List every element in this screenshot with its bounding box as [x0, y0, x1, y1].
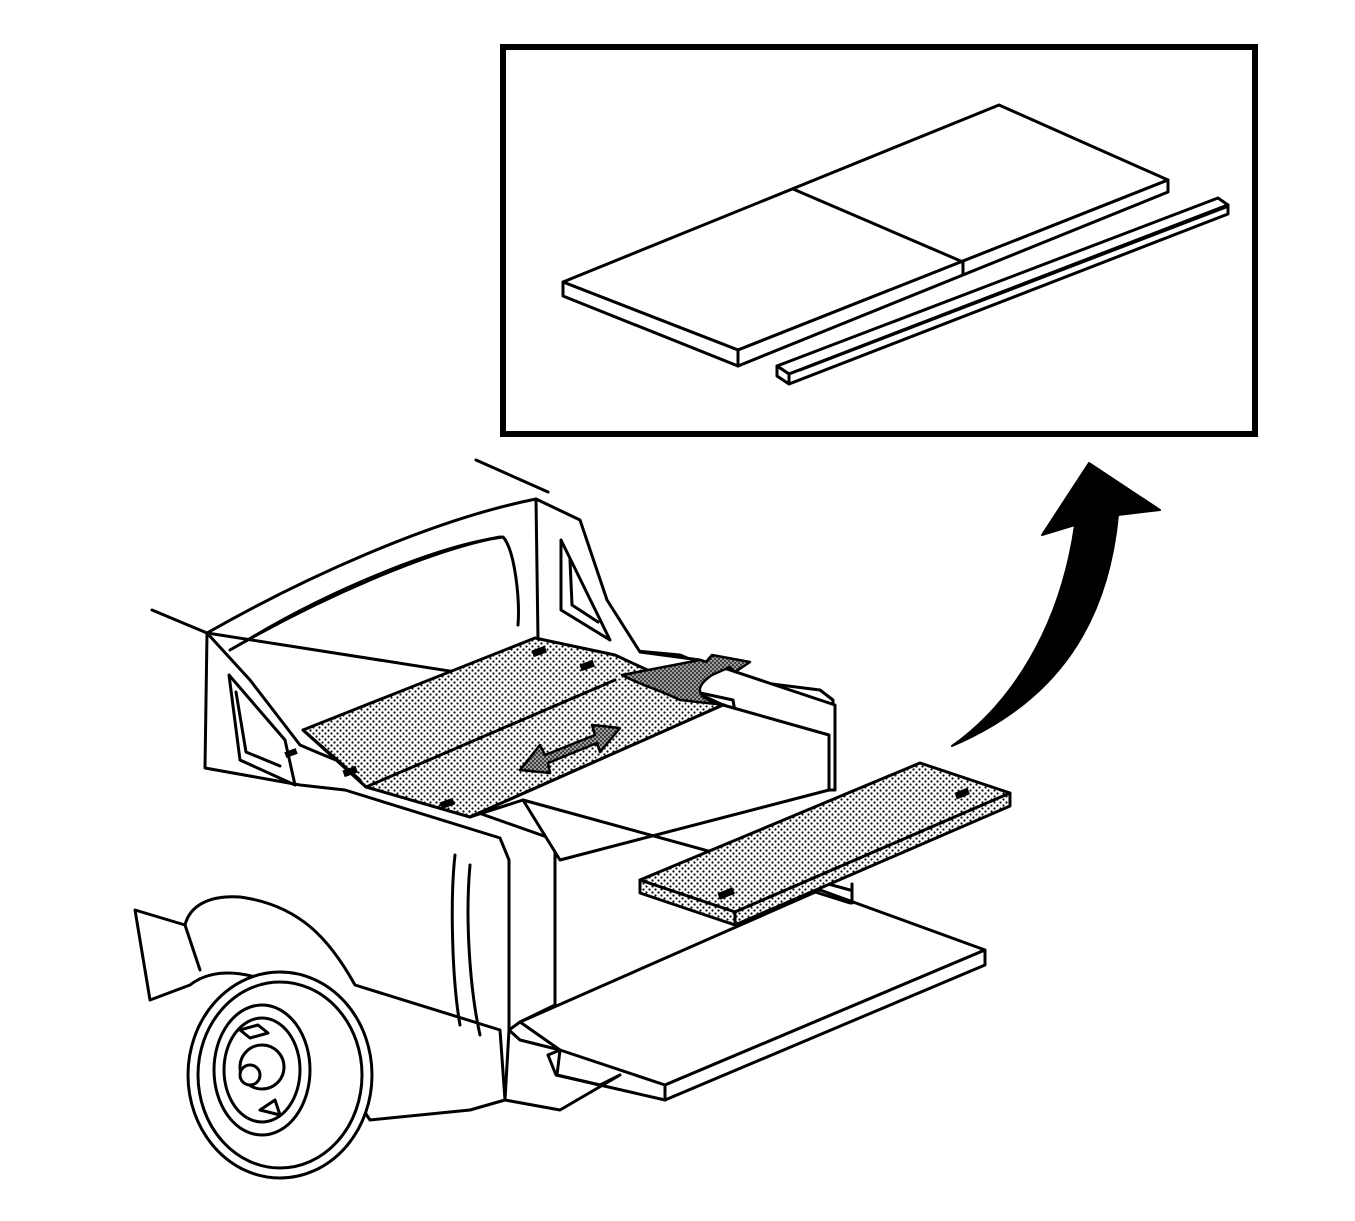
removed-bed-panel-icon — [638, 761, 1012, 927]
bed-panel-pair-icon — [561, 103, 1170, 368]
curved-callout-arrow-icon — [951, 462, 1161, 747]
bed-rail-strip-icon — [775, 196, 1230, 386]
inset-view — [500, 44, 1258, 437]
pickup-truck-bed-icon — [133, 458, 852, 1122]
rear-wheel-icon — [186, 970, 374, 1180]
tailgate-icon — [518, 882, 987, 1102]
lift-out-arrow-icon — [620, 653, 752, 707]
double-headed-slide-arrow-icon — [518, 723, 622, 775]
fastener-marks — [284, 645, 595, 810]
